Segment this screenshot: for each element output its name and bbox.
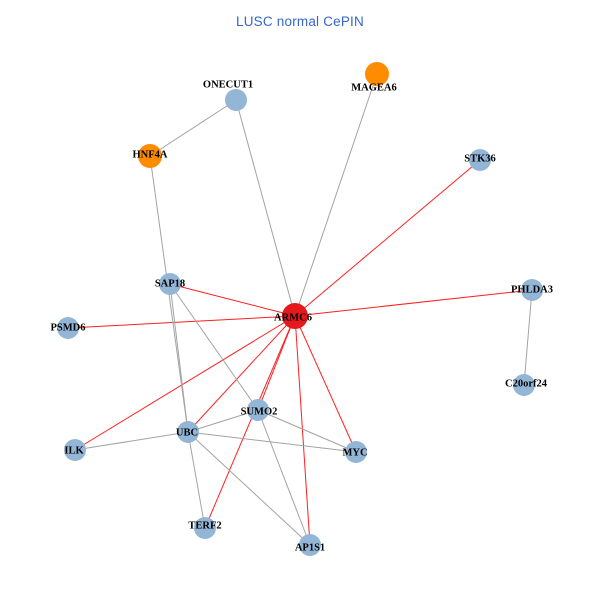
node-ilk — [64, 439, 86, 461]
node-label-terf2: TERF2 — [188, 521, 221, 532]
node-label-ap1s1: AP1S1 — [295, 543, 325, 554]
node-armc6 — [282, 303, 308, 329]
node-magea6 — [365, 62, 389, 86]
edge-ubc-terf2 — [187, 431, 206, 529]
node-label-sumo2: SUMO2 — [241, 407, 278, 418]
node-myc — [345, 441, 367, 463]
edge-sumo2-ubc — [187, 409, 259, 433]
edge-sumo2-ap1s1 — [257, 409, 311, 546]
node-ubc — [177, 421, 199, 443]
edge-ubc-ilk — [74, 431, 189, 451]
node-label-myc: MYC — [342, 448, 367, 459]
edge-armc6-psmd6 — [67, 315, 296, 329]
node-psmd6 — [57, 317, 79, 339]
node-label-phlda3: PHLDA3 — [511, 285, 553, 296]
edge-magea6-armc6 — [294, 73, 378, 317]
node-terf2 — [194, 517, 216, 539]
node-label-sap18: SAP18 — [155, 279, 185, 290]
node-stk36 — [469, 149, 491, 171]
edge-armc6-sap18 — [169, 283, 296, 317]
edge-ubc-ap1s1 — [187, 431, 311, 546]
node-phlda3 — [521, 279, 543, 301]
node-onecut1 — [225, 89, 247, 111]
edge-armc6-terf2 — [204, 315, 296, 529]
node-label-magea6: MAGEA6 — [351, 83, 397, 94]
edge-onecut1-hnf4a — [149, 99, 237, 157]
node-label-ilk: ILK — [64, 446, 84, 457]
edge-armc6-stk36 — [294, 159, 481, 317]
node-c20orf24 — [513, 374, 535, 396]
node-label-armc6: ARMC6 — [274, 313, 312, 324]
node-label-stk36: STK36 — [464, 154, 496, 165]
edge-phlda3-c20orf24 — [523, 289, 533, 386]
edge-armc6-ap1s1 — [294, 315, 311, 546]
node-label-onecut1: ONECUT1 — [203, 80, 253, 91]
node-label-c20orf24: C20orf24 — [505, 379, 548, 390]
node-label-ubc: UBC — [176, 428, 198, 439]
edge-sap18-ubc — [169, 283, 189, 433]
edge-sap18-sumo2 — [169, 283, 259, 411]
node-sap18 — [159, 273, 181, 295]
edge-armc6-phlda3 — [294, 289, 533, 317]
edge-onecut1-armc6 — [235, 99, 296, 317]
node-label-hnf4a: HNF4A — [133, 150, 168, 161]
node-sumo2 — [247, 399, 269, 421]
node-ap1s1 — [299, 534, 321, 556]
chart-title: LUSC normal CePIN — [236, 14, 364, 29]
edge-armc6-ubc — [187, 315, 296, 433]
edge-armc6-ilk — [74, 315, 296, 451]
node-hnf4a — [138, 144, 162, 168]
node-label-psmd6: PSMD6 — [51, 323, 86, 334]
edge-sumo2-myc — [257, 409, 357, 453]
edge-armc6-myc — [294, 315, 357, 453]
edge-ubc-myc — [187, 431, 357, 453]
